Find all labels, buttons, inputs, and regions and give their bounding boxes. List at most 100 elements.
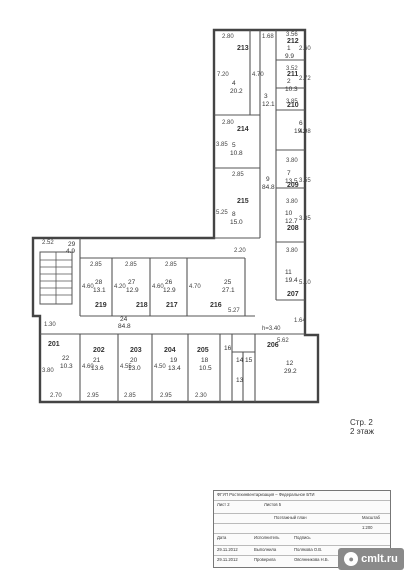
- dim-2-20: 2.20: [234, 248, 246, 254]
- stamp-row1-role: Выполнила: [254, 547, 277, 552]
- room-217-area: 12.9: [163, 287, 176, 294]
- watermark: ● cmlt.ru: [338, 548, 404, 570]
- room-208-index: 10: [285, 210, 293, 217]
- stair-index: 29: [68, 241, 76, 248]
- interior-walls: [40, 30, 305, 402]
- dim-4-70-b: 4.70: [189, 284, 201, 290]
- dim-3-80: 3.80: [286, 158, 298, 164]
- stamp-sheet: Лист 2: [217, 502, 230, 507]
- wc-13-index: 13: [236, 377, 244, 384]
- room-205-area: 10.5: [199, 365, 212, 372]
- room-203-id: 203: [130, 347, 142, 354]
- dim-3-55: 3.55: [299, 178, 311, 184]
- dim-2-95-b: 2.95: [160, 393, 172, 399]
- dim-1-68: 1.68: [262, 34, 274, 40]
- room-216-id: 216: [210, 302, 222, 309]
- room-219-area: 13.1: [93, 287, 106, 294]
- room-202-area: 13.6: [91, 365, 104, 372]
- room-217-id: 217: [166, 302, 178, 309]
- room-208-area: 12.7: [285, 218, 298, 225]
- room-203-index: 20: [130, 357, 138, 364]
- stamp-row1-name: Полякова О.В.: [294, 547, 323, 552]
- room-207-id: 207: [287, 291, 299, 298]
- room-207-index: 11: [285, 269, 292, 276]
- dim-2-70: 2.70: [50, 393, 62, 399]
- room-213-index: 4: [232, 80, 236, 87]
- room-216-index: 25: [224, 279, 232, 286]
- dim-2-72: 2.72: [299, 76, 311, 82]
- wc-16-index: 16: [224, 345, 232, 352]
- room-211-id: 211: [287, 71, 298, 78]
- dim-4-20: 4.20: [114, 284, 126, 290]
- room-216-area: 27.1: [222, 287, 235, 294]
- stamp-scale-label: Масштаб: [362, 515, 380, 520]
- dim-7-20: 7.20: [217, 72, 229, 78]
- corridor-6-index: 6: [299, 120, 303, 127]
- room-204-index: 19: [170, 357, 178, 364]
- room-214-area: 10.8: [230, 150, 243, 157]
- dim-2-85-d: 2.85: [165, 262, 177, 268]
- dim-4-60-c: 4.60: [82, 364, 94, 370]
- corridor-9-area: 84.8: [262, 184, 275, 191]
- room-212-index: 1: [287, 45, 291, 52]
- room-217-index: 26: [165, 279, 173, 286]
- stair-area: 4.9: [66, 248, 75, 255]
- dim-3-52: 3.52: [286, 66, 298, 72]
- room-208-id: 208: [287, 225, 299, 232]
- room-215-id: 215: [237, 198, 249, 205]
- room-204-area: 13.4: [168, 365, 181, 372]
- room-206-id: 206: [267, 342, 279, 349]
- room-207-area: 19.4: [285, 277, 298, 284]
- room-214-index: 5: [232, 142, 236, 149]
- dim-4-98: 4.98: [299, 129, 311, 135]
- dim-5-10: 5.10: [299, 280, 311, 286]
- corridor-24-index: 24: [120, 316, 128, 323]
- dim-2-85-c: 2.85: [125, 262, 137, 268]
- room-211-area: 10.3: [285, 86, 298, 93]
- dim-3-85: 3.85: [286, 99, 298, 105]
- dim-5-25: 5.25: [216, 210, 228, 216]
- floor-plan: 213 212 211 210 214 215 209 208 207 219 …: [31, 28, 320, 404]
- dim-5-62: 5.62: [277, 338, 289, 344]
- dim-2-95: 2.95: [87, 393, 99, 399]
- dim-1-30: 1.30: [44, 322, 56, 328]
- stamp-row1-date: 29.11.2012: [217, 547, 238, 552]
- room-209-index: 7: [287, 170, 291, 177]
- dim-4-55: 4.55: [120, 364, 132, 370]
- room-213-id: 213: [237, 45, 249, 52]
- dim-2-85-b: 2.85: [90, 262, 102, 268]
- room-205-index: 18: [201, 357, 209, 364]
- room-204-id: 204: [164, 347, 176, 354]
- stamp-sheets-total: Листов 5: [264, 502, 282, 507]
- room-202-id: 202: [93, 347, 105, 354]
- stamp-row2-role: Проверила: [254, 557, 276, 562]
- dim-3-80-d: 3.80: [42, 368, 54, 374]
- room-212-area: 9.9: [285, 53, 294, 60]
- wc-15-index: 15: [245, 357, 253, 364]
- room-209-id: 209: [287, 182, 299, 189]
- dim-3-80-c: 3.80: [286, 248, 298, 254]
- dim-2-85-e: 2.85: [124, 393, 136, 399]
- dim-4-50: 4.50: [154, 364, 166, 370]
- room-214-id: 214: [237, 126, 249, 133]
- room-218-id: 218: [136, 302, 148, 309]
- page-note: Стр. 2 2 этаж: [350, 418, 374, 436]
- dim-h-3-40: h=3.40: [262, 326, 281, 332]
- room-218-area: 12.9: [126, 287, 139, 294]
- corridor-24-area: 84.8: [118, 323, 131, 330]
- room-205-id: 205: [197, 347, 209, 354]
- dim-4-60-b: 4.60: [152, 284, 164, 290]
- watermark-text: cmlt.ru: [361, 553, 398, 565]
- room-201-id: 201: [48, 341, 60, 348]
- dim-2-30: 2.30: [195, 393, 207, 399]
- room-210-index: 3: [264, 93, 268, 100]
- wc-14-index: 14: [236, 357, 244, 364]
- room-211-index: 2: [287, 78, 291, 85]
- dim-2-60: 2.60: [299, 46, 311, 52]
- room-219-index: 28: [95, 279, 103, 286]
- dim-2-52: 2.52: [42, 240, 54, 246]
- room-219-id: 219: [95, 302, 107, 309]
- stamp-head-date: Дата: [217, 535, 227, 540]
- corridor-6-area: 19.2: [294, 128, 307, 135]
- room-206-area: 29.2: [284, 368, 297, 375]
